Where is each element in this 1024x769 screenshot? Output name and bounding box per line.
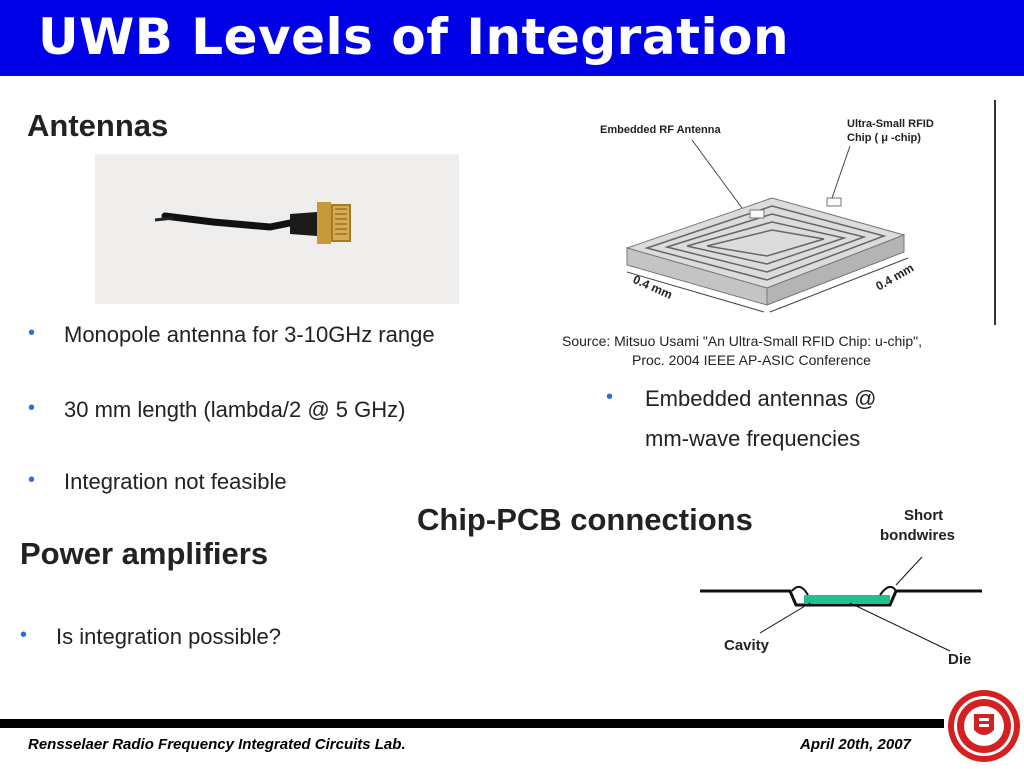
chip-pcb-heading: Chip-PCB connections <box>417 502 753 537</box>
footer-divider <box>0 719 944 728</box>
antennas-bullet-2: 30 mm length (lambda/2 @ 5 GHz) <box>64 397 406 422</box>
short-label: Short <box>904 507 944 524</box>
source-citation-line-2: Proc. 2004 IEEE AP-ASIC Conference <box>632 352 871 368</box>
footer-lab-name: Rensselaer Radio Frequency Integrated Ci… <box>28 736 406 753</box>
embedded-antennas-line-2: mm-wave frequencies <box>645 426 861 451</box>
bondwire-diagram: Short bondwires Cavity Die <box>700 505 990 675</box>
bondwire-drawing <box>700 556 982 652</box>
bullet-icon: • <box>28 469 36 491</box>
rfid-chip-label-2: Chip ( μ -chip) <box>847 132 921 144</box>
rfid-chip-figure: Embedded RF Antenna Ultra-Small RFID Chi… <box>592 100 1000 325</box>
footer-date: April 20th, 2007 <box>800 736 911 753</box>
antenna-photo-illustration <box>95 154 459 304</box>
die-label: Die <box>948 651 972 668</box>
power-bullet-1: Is integration possible? <box>56 624 282 649</box>
rfid-chip-drawing <box>625 100 996 325</box>
antennas-heading: Antennas <box>27 108 169 143</box>
embedded-rf-antenna-label: Embedded RF Antenna <box>600 124 721 136</box>
antennas-bullet-1: Monopole antenna for 3-10GHz range <box>64 322 435 347</box>
bullet-icon: • <box>28 397 36 419</box>
title-bar: UWB Levels of Integration <box>0 0 1024 76</box>
antennas-bullet-3: Integration not feasible <box>64 469 287 494</box>
cavity-label: Cavity <box>724 637 770 654</box>
rensselaer-seal-icon <box>946 688 1022 764</box>
power-amplifiers-heading: Power amplifiers <box>20 536 269 571</box>
rfid-chip-label-1: Ultra-Small RFID <box>847 118 934 130</box>
bullet-icon: • <box>20 624 28 646</box>
monopole-antenna-photo <box>95 154 459 304</box>
bullet-icon: • <box>606 386 614 408</box>
slide-title: UWB Levels of Integration <box>38 8 790 66</box>
embedded-antennas-line-1: Embedded antennas @ <box>645 386 877 411</box>
bullet-icon: • <box>28 322 36 344</box>
source-citation-line-1: Source: Mitsuo Usami "An Ultra-Small RFI… <box>562 333 923 349</box>
bondwires-label: bondwires <box>880 527 956 544</box>
